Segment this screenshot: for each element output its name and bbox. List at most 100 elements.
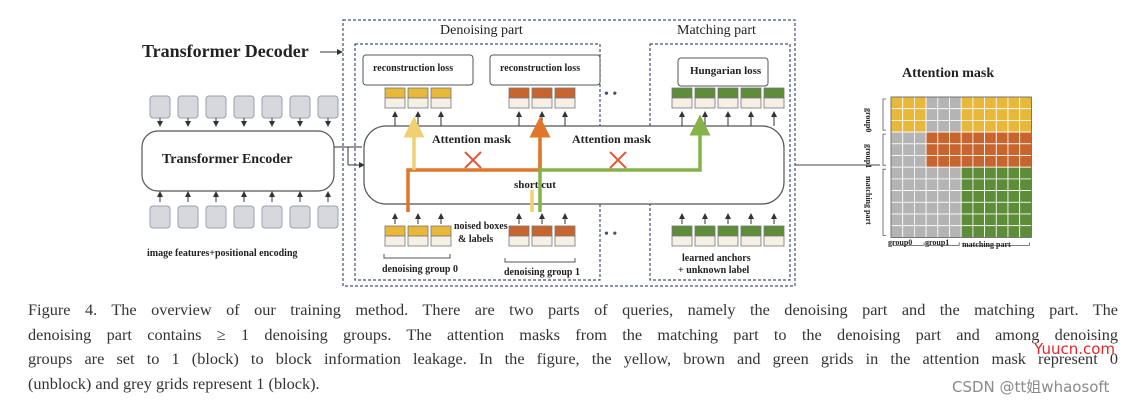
- mask-cell: [984, 213, 997, 227]
- mask-cell: [902, 201, 915, 215]
- mask-cell: [1007, 155, 1021, 168]
- mask-cell: [890, 108, 904, 121]
- mask-cell: [914, 108, 927, 121]
- mask-cell: [1019, 155, 1032, 168]
- mask-cell: [1007, 190, 1021, 203]
- mask-cell: [1019, 120, 1032, 133]
- group1-brace: [504, 258, 576, 263]
- mask-cell: [902, 96, 915, 110]
- attention-mask-label-2: Attention mask: [572, 132, 652, 146]
- learned-anchors-label: learned anchors: [682, 253, 751, 264]
- mask-cell: [960, 155, 974, 168]
- mask-cell: [1019, 143, 1032, 156]
- mask-cell: [972, 166, 986, 180]
- mask-cell: [949, 190, 962, 203]
- mask-cell: [1007, 120, 1021, 133]
- mask-cell: [1019, 166, 1032, 180]
- mask-cell: [925, 178, 939, 191]
- query-token: [384, 213, 406, 247]
- mask-cell: [902, 178, 915, 191]
- mask-cell: [925, 213, 939, 227]
- caption-line-2: denoising part contains ≥ 1 denoising gr…: [28, 324, 1118, 344]
- query-token: [554, 213, 576, 247]
- mask-cell: [984, 201, 997, 215]
- query-token: [763, 87, 785, 126]
- mask-cell: [1007, 225, 1021, 238]
- mask-cell: [1019, 96, 1032, 110]
- query-token: [430, 213, 452, 247]
- mask-cell: [972, 120, 986, 133]
- encoder-top-tokens: [149, 95, 339, 127]
- mask-cell: [995, 190, 1009, 203]
- mask-col-label-group0: group0: [888, 238, 913, 247]
- mask-cell: [937, 143, 950, 156]
- mask-row-label-group1: group1: [864, 144, 873, 169]
- reconstruction-loss-box-1: [362, 54, 474, 86]
- mask-cell: [902, 155, 915, 168]
- mask-cell: [937, 201, 950, 215]
- mask-cell: [949, 96, 962, 110]
- encoder-token: [233, 205, 255, 229]
- watermark-yuucn: Yuucn.com: [1034, 340, 1116, 358]
- reconstruction-loss-box-2: [489, 54, 601, 86]
- mask-cell: [972, 143, 986, 156]
- mask-cell: [984, 190, 997, 203]
- figure-diagram: [141, 19, 1032, 287]
- encoder-token: [289, 95, 311, 119]
- mask-cell: [925, 155, 939, 168]
- mask-cell: [890, 143, 904, 156]
- mask-cell: [925, 143, 939, 156]
- mask-cell: [937, 108, 950, 121]
- mask-cell: [972, 108, 986, 121]
- mask-cell: [960, 131, 974, 145]
- query-token: [717, 213, 739, 247]
- mask-cell: [949, 213, 962, 227]
- query-token: [508, 87, 530, 126]
- query-token: [407, 87, 429, 126]
- mask-cell: [995, 225, 1009, 238]
- reconstruction-loss-label-2: reconstruction loss: [500, 63, 581, 74]
- mask-cell: [1007, 166, 1021, 180]
- mask-cell: [902, 166, 915, 180]
- encoder-label: Transformer Encoder: [162, 152, 293, 167]
- mask-cell: [925, 166, 939, 180]
- encoder-token: [317, 95, 339, 119]
- encoder-token: [261, 95, 283, 119]
- group0-brace: [383, 254, 451, 259]
- decoder-body: [363, 125, 785, 205]
- reconstruction-loss-label-1: reconstruction loss: [373, 63, 454, 74]
- query-token: [694, 213, 716, 247]
- matching-flow-arrow: [538, 114, 711, 212]
- mask-cell: [914, 213, 927, 227]
- mask-cell: [960, 108, 974, 121]
- mask-cell: [937, 178, 950, 191]
- mask-cell: [960, 120, 974, 133]
- image-features-label: image features+positional encoding: [147, 248, 298, 259]
- decoder-input-tokens: [384, 213, 785, 247]
- mask-cell: [914, 225, 927, 238]
- mask-cell: [890, 178, 904, 191]
- mask-cell: [995, 143, 1009, 156]
- mask-cell: [902, 131, 915, 145]
- caption-line-1: Figure 4. The overview of our training m…: [28, 300, 1118, 319]
- mask-cell: [890, 96, 904, 110]
- mask-cell: [902, 143, 915, 156]
- mask-cell: [925, 131, 939, 145]
- mask-cell: [972, 190, 986, 203]
- query-token: [694, 87, 716, 126]
- mask-cell: [890, 166, 904, 180]
- mask-row-label-matching: matching part: [864, 176, 873, 225]
- query-token: [740, 213, 762, 247]
- mask-cell: [995, 96, 1009, 110]
- attention-mask-label-1: Attention mask: [432, 132, 512, 146]
- noised-boxes-label: noised boxes: [454, 221, 508, 232]
- mask-row-brace: [882, 168, 886, 236]
- encoder-token: [177, 205, 199, 229]
- mask-cell: [890, 155, 904, 168]
- watermark-csdn: CSDN @tt姐whaosoft: [952, 378, 1110, 396]
- hungarian-loss-label: Hungarian loss: [690, 65, 762, 77]
- mask-cell: [960, 225, 974, 238]
- figure-caption: Figure 4. The overview of our training m…: [28, 298, 1118, 396]
- unknown-label-label: + unknown label: [678, 265, 750, 276]
- caption-line-3: groups are set to 1 (block) to block inf…: [28, 349, 1118, 368]
